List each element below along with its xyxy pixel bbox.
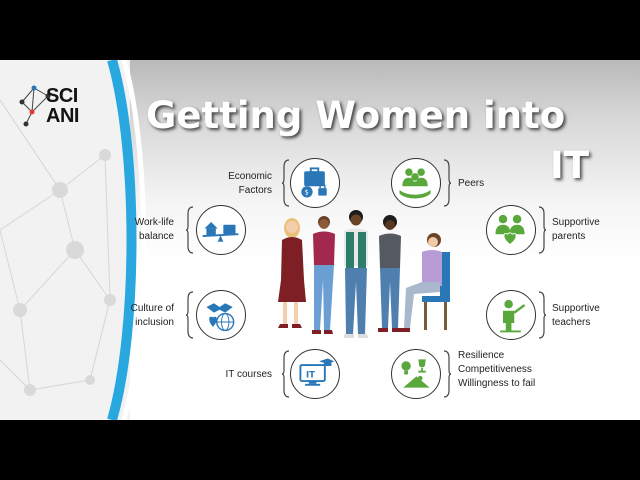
teacher-pointing-icon	[486, 290, 536, 340]
brace-economic	[282, 159, 290, 207]
brace-teachers	[538, 291, 546, 339]
lightbulb-trophy-chess-icon	[391, 349, 441, 399]
brace-culture	[186, 291, 194, 339]
woman-magenta-top	[312, 216, 335, 334]
label-worklife: Work-life balance	[134, 217, 174, 242]
title-line2: IT	[550, 144, 590, 187]
slide: SCI ANI Getting Women into IT Economic F…	[0, 60, 640, 420]
money-bag-briefcase-lock-icon: $	[290, 158, 340, 208]
label-parents: Supportive parents	[552, 217, 600, 242]
svg-text:IT: IT	[306, 369, 315, 379]
group-of-people-hands-icon	[391, 158, 441, 208]
house-seesaw-briefcase-icon	[196, 205, 246, 255]
woman-gray-top	[378, 215, 402, 332]
label-resilience: Resilience Competitiveness Willingness t…	[458, 350, 536, 389]
svg-text:$: $	[305, 189, 309, 197]
monitor-it-graduation-cap-icon: IT	[290, 349, 340, 399]
network-graphic	[0, 99, 116, 396]
label-economic: Economic Factors	[228, 171, 272, 196]
brace-courses	[282, 350, 290, 398]
brace-parents	[538, 206, 546, 254]
logo-text-line1: SCI	[46, 85, 78, 107]
handshake-globe-heart-icon	[196, 290, 246, 340]
label-teachers: Supportive teachers	[552, 303, 600, 328]
scian-logo: SCI ANI	[18, 82, 98, 132]
title-line1: Getting Women into	[146, 94, 566, 137]
label-courses: IT courses	[225, 369, 273, 380]
women-group-illustration	[278, 210, 450, 338]
logo-network-icon	[19, 85, 51, 127]
logo-text-line2: ANI	[46, 105, 79, 127]
label-culture: Culture of inclusion	[130, 303, 174, 328]
blue-arc	[107, 60, 146, 420]
woman-green-vest	[344, 210, 368, 338]
woman-maroon-dress	[278, 218, 306, 328]
brace-worklife	[186, 206, 194, 254]
parents-child-heart-icon	[486, 205, 536, 255]
brace-resilience	[443, 350, 451, 398]
woman-seated-lavender	[400, 233, 450, 332]
label-peers: Peers	[458, 178, 485, 189]
brace-peers	[443, 159, 451, 207]
